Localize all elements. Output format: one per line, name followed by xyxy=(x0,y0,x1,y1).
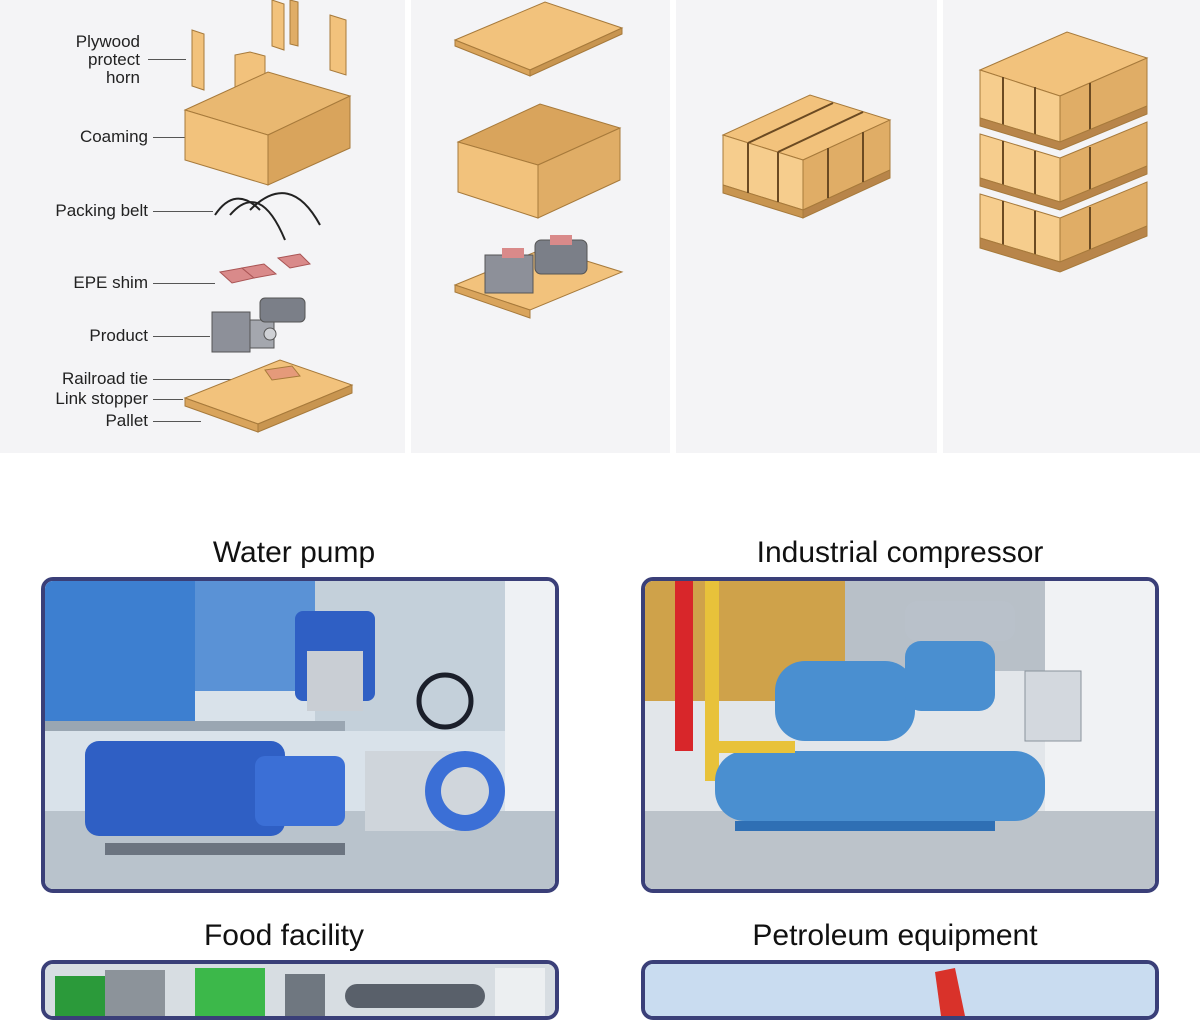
compressor-illustration xyxy=(645,581,1155,889)
exploded-packing-drawing xyxy=(183,0,354,433)
label-packing-belt: Packing belt xyxy=(55,201,148,220)
leader-railroad-tie xyxy=(153,379,263,380)
photo-food-facility xyxy=(41,960,559,1020)
photo-water-pump xyxy=(41,577,559,893)
caption-petroleum-equipment: Petroleum equipment xyxy=(752,919,1038,952)
leader-epe-shim xyxy=(153,283,215,284)
leader-link-stopper xyxy=(153,399,183,400)
leader-plywood xyxy=(148,59,186,60)
packed-crate-drawing xyxy=(721,94,892,219)
petroleum-illustration xyxy=(645,964,1155,1016)
label-plywood-protect-horn: Plywood protect horn xyxy=(75,32,140,87)
leader-coaming xyxy=(153,137,213,138)
box-assembly-drawing xyxy=(453,1,624,319)
food-facility-illustration xyxy=(45,964,555,1016)
label-product: Product xyxy=(89,326,148,345)
panel-packed-crate xyxy=(676,0,937,453)
photo-industrial-compressor xyxy=(641,577,1159,893)
panel-box-assembly xyxy=(411,0,670,453)
leader-packing-belt xyxy=(153,211,213,212)
leader-pallet xyxy=(153,421,201,422)
packaging-diagram: Plywood protect horn Coaming Packing bel… xyxy=(0,0,1200,453)
caption-water-pump: Water pump xyxy=(212,536,376,569)
caption-industrial-compressor: Industrial compressor xyxy=(756,536,1044,569)
label-pallet: Pallet xyxy=(105,411,148,430)
label-epe-shim: EPE shim xyxy=(73,273,148,292)
label-coaming: Coaming xyxy=(79,127,148,146)
water-pump-illustration xyxy=(45,581,555,889)
stacked-crates-drawing xyxy=(978,31,1149,273)
label-link-stopper: Link stopper xyxy=(55,389,148,408)
photo-petroleum-equipment xyxy=(641,960,1159,1020)
crate-bottom xyxy=(979,181,1148,263)
caption-food-facility: Food facility xyxy=(203,919,365,952)
leader-product xyxy=(153,336,210,337)
label-railroad-tie: Railroad tie xyxy=(62,369,148,388)
